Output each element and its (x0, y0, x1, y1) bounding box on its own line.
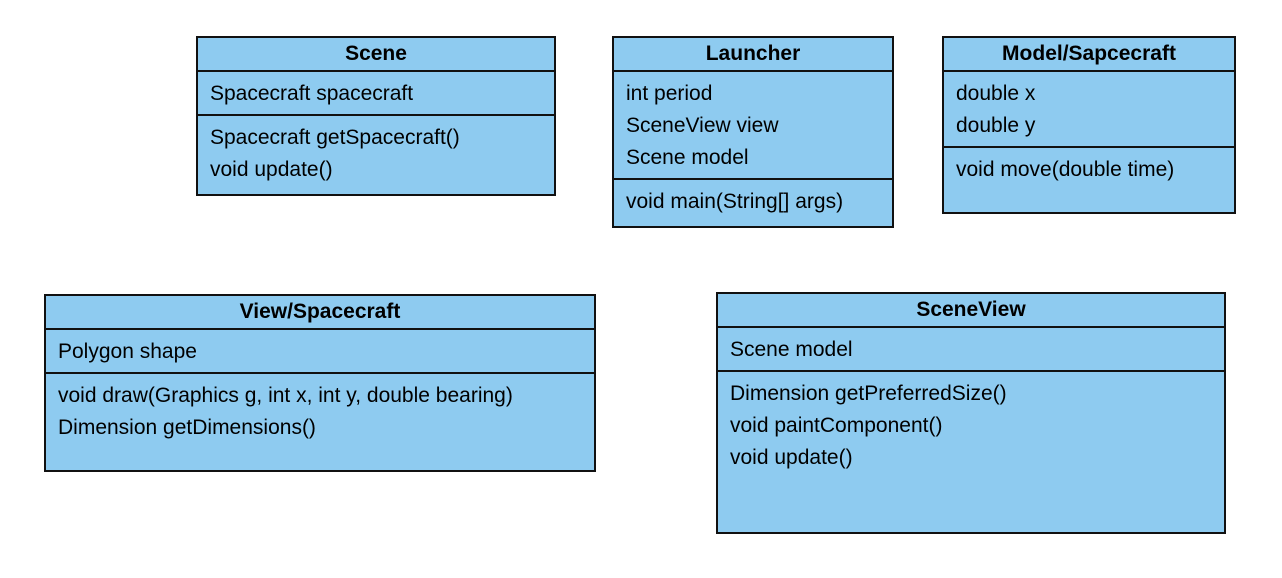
method: Spacecraft getSpacecraft() (210, 126, 460, 149)
attributes-section: int period SceneView view Scene model (614, 72, 892, 180)
attribute: Scene model (730, 338, 853, 361)
class-box-scene[interactable]: Scene Spacecraft spacecraft Spacecraft g… (196, 36, 556, 196)
attribute: Spacecraft spacecraft (210, 82, 414, 105)
attribute: double y (956, 114, 1036, 137)
class-title: View/Spacecraft (46, 296, 594, 330)
attribute: Polygon shape (58, 340, 197, 363)
method: void update() (730, 446, 853, 469)
methods-section: void main(String[] args) (614, 180, 892, 222)
method: void draw(Graphics g, int x, int y, doub… (58, 384, 513, 407)
method: Dimension getDimensions() (58, 416, 316, 439)
attributes-section: Polygon shape (46, 330, 594, 374)
methods-section: void draw(Graphics g, int x, int y, doub… (46, 374, 594, 448)
class-title: Launcher (614, 38, 892, 72)
attribute: Scene model (626, 146, 749, 169)
class-title: SceneView (718, 294, 1224, 328)
method: void main(String[] args) (626, 190, 844, 213)
attribute: int period (626, 82, 713, 105)
class-box-launcher[interactable]: Launcher int period SceneView view Scene… (612, 36, 894, 228)
method: Dimension getPreferredSize() (730, 382, 1007, 405)
methods-section: Dimension getPreferredSize() void paintC… (718, 372, 1224, 478)
class-title: Model/Sapcecraft (944, 38, 1234, 72)
method: void move(double time) (956, 158, 1175, 181)
attributes-section: double x double y (944, 72, 1234, 148)
method: void paintComponent() (730, 414, 943, 437)
methods-section: Spacecraft getSpacecraft() void update() (198, 116, 554, 190)
class-box-sceneview[interactable]: SceneView Scene model Dimension getPrefe… (716, 292, 1226, 534)
attribute: SceneView view (626, 114, 779, 137)
class-title: Scene (198, 38, 554, 72)
class-box-view-spacecraft[interactable]: View/Spacecraft Polygon shape void draw(… (44, 294, 596, 472)
class-box-model-spacecraft[interactable]: Model/Sapcecraft double x double y void … (942, 36, 1236, 214)
methods-section: void move(double time) (944, 148, 1234, 190)
attribute: double x (956, 82, 1036, 105)
method: void update() (210, 158, 333, 181)
attributes-section: Scene model (718, 328, 1224, 372)
attributes-section: Spacecraft spacecraft (198, 72, 554, 116)
